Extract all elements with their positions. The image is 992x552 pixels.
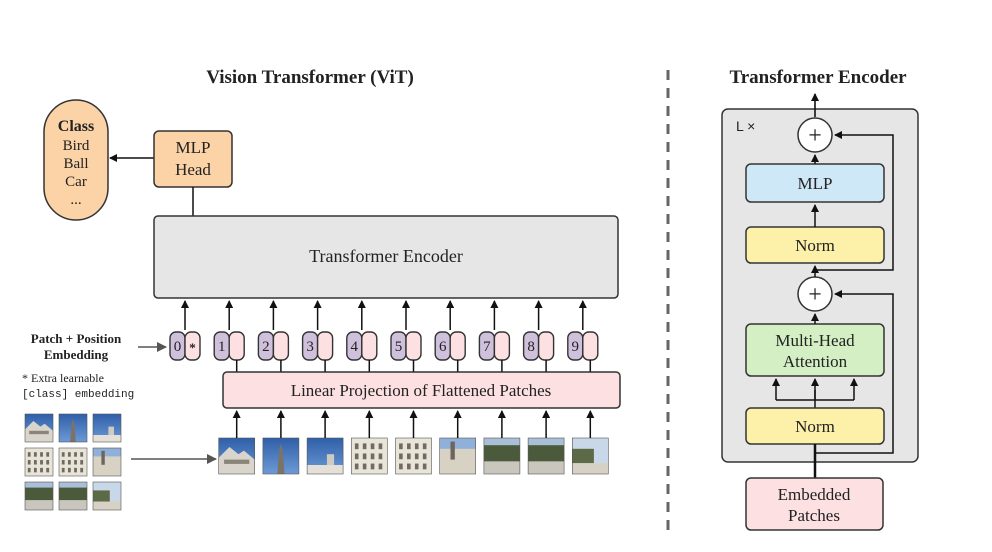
trees-patch-icon [24, 481, 54, 511]
tower-patch-icon [92, 413, 122, 443]
add-symbol: + [808, 123, 822, 149]
norm-block-top: Norm [745, 226, 885, 264]
embedded-patches-box: Embedded Patches [745, 477, 884, 531]
patch-embedding-token [272, 331, 290, 361]
building-patch-icon [24, 413, 54, 443]
residual-connection-upper [815, 131, 894, 271]
norm-label: Norm [795, 417, 835, 436]
add-symbol: + [808, 282, 822, 308]
trees-patch-icon [483, 437, 521, 475]
facade-patch-icon [350, 437, 388, 475]
patch-embedding-token [493, 331, 511, 361]
patch-embedding-token [316, 331, 334, 361]
extra-learnable-note: * Extra learnable [22, 371, 104, 385]
token-pair: 2 [257, 300, 290, 372]
multi-head-attention-block: Multi-Head Attention [745, 323, 885, 377]
position-index: 5 [395, 339, 403, 355]
mlp-block: MLP [745, 163, 885, 203]
trees-patch-icon [527, 437, 565, 475]
class-item: Car [65, 174, 87, 190]
position-index: 1 [218, 339, 226, 355]
position-index: 6 [439, 339, 447, 355]
building-patch-icon [218, 437, 255, 475]
class-item: Ball [64, 156, 89, 172]
token-pair: 9 [567, 300, 599, 372]
patch-position-label: Embedding [44, 347, 109, 362]
street-patch-icon [92, 481, 122, 511]
facade-patch-icon [58, 447, 88, 477]
facade-patch-icon [395, 437, 432, 475]
token-pair: 0* [169, 300, 201, 361]
position-index: 0 [174, 339, 182, 355]
position-index: 2 [262, 339, 270, 355]
square-patch-icon [92, 447, 122, 477]
token-pair: 6 [434, 300, 466, 372]
token-pair: 7 [478, 300, 511, 372]
patch-position-label: Patch + Position [31, 331, 122, 346]
norm-block-bottom: Norm [745, 407, 885, 445]
sky-patch-icon [58, 413, 88, 443]
position-index: 8 [527, 339, 535, 355]
embedded-patches-label: Embedded [778, 485, 851, 504]
position-index: 4 [351, 339, 359, 355]
facade-patch-icon [24, 447, 54, 477]
patch-embedding-token [537, 331, 555, 361]
linear-projection-box: Linear Projection of Flattened Patches [222, 371, 621, 409]
attention-label: Attention [783, 352, 848, 371]
encoder-detail-title: Transformer Encoder [729, 67, 907, 88]
linear-projection-label: Linear Projection of Flattened Patches [291, 381, 552, 400]
class-item: ... [70, 192, 81, 208]
mlp-head-box: MLP Head [153, 130, 233, 188]
attention-label: Multi-Head [775, 331, 855, 350]
layer-repeat-label: L × [736, 118, 755, 134]
token-pair: 8 [522, 300, 555, 372]
class-token-marker: * [189, 340, 196, 355]
encoder-block-label: Transformer Encoder [309, 246, 463, 266]
patch-embedding-token [361, 331, 378, 361]
position-index: 3 [306, 339, 314, 355]
patch-embedding-token [449, 331, 466, 361]
token-pair: 4 [346, 300, 378, 372]
token-pair: 5 [390, 300, 422, 372]
trees-patch-icon [58, 481, 88, 511]
square-patch-icon [439, 437, 477, 475]
image-patch-grid [24, 413, 122, 511]
flattened-patch-sequence [218, 410, 609, 475]
patch-embedding-token [228, 331, 245, 361]
tower-patch-icon [306, 437, 344, 475]
residual-add-top: + [797, 117, 833, 153]
patch-embedding-token [184, 331, 201, 361]
token-pair: 3 [301, 300, 334, 372]
position-index: 9 [572, 339, 580, 355]
patch-embedding-token [405, 331, 422, 361]
residual-add-bottom: + [797, 276, 833, 312]
transformer-encoder-block: Transformer Encoder [153, 215, 619, 299]
residual-connection-lower [815, 290, 894, 454]
position-index: 7 [483, 339, 491, 355]
mlp-head-label: MLP [176, 138, 211, 157]
class-item: Bird [63, 138, 90, 154]
class-box-title: Class [58, 118, 94, 135]
vit-title: Vision Transformer (ViT) [206, 67, 414, 88]
patch-embedding-token [582, 331, 599, 361]
class-output-box: Class Bird Ball Car ... [43, 99, 109, 221]
class-embedding-note: [class] embedding [22, 389, 134, 401]
embedded-patches-label: Patches [788, 506, 840, 525]
norm-label: Norm [795, 236, 835, 255]
sky-patch-icon [262, 437, 300, 475]
mlp-head-label: Head [175, 160, 211, 179]
token-pair: 1 [213, 300, 245, 372]
street-patch-icon [571, 437, 609, 475]
mlp-label: MLP [798, 174, 833, 193]
